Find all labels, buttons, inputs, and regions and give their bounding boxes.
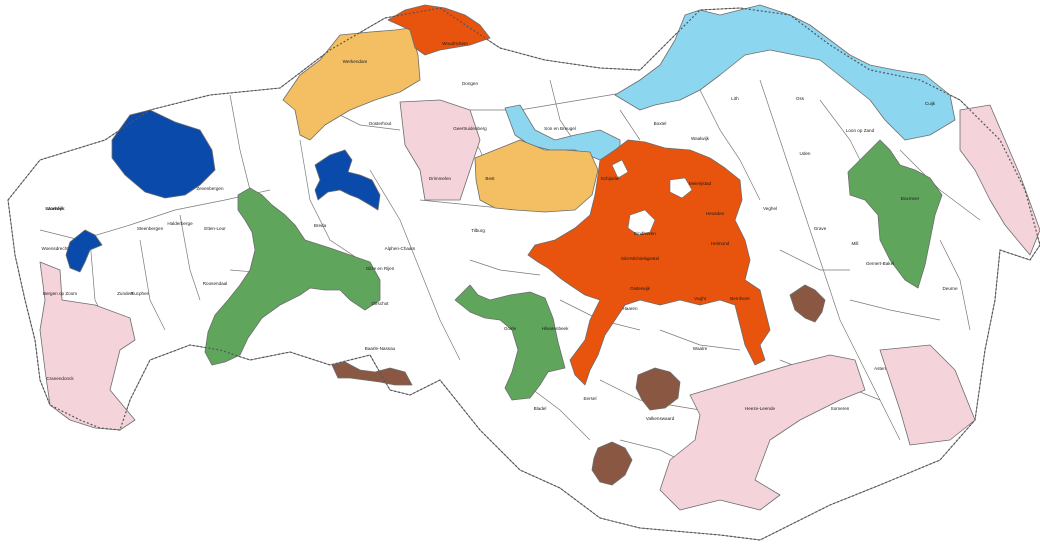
- lightblue-region: [614, 4, 956, 141]
- municipality-label: Heusden: [706, 211, 725, 216]
- municipality-label: Oosterhout: [369, 121, 392, 126]
- municipality-label: Grave: [814, 226, 827, 231]
- municipality-label: Geertruidenberg: [453, 126, 487, 131]
- municipality-label: Breda: [314, 223, 327, 228]
- municipality-label: Roosendaal: [203, 281, 228, 286]
- municipality-label: Bernheze: [730, 296, 750, 301]
- municipality-label: Boxtel: [654, 121, 667, 126]
- municipality-label: Steenbergen: [137, 226, 164, 231]
- municipality-label: Heeze-Leende: [745, 406, 776, 411]
- orange-region-main: [527, 139, 771, 386]
- municipality-label: Someren: [831, 406, 850, 411]
- municipality-label: Veghel: [763, 206, 777, 211]
- municipality-label: Dongen: [462, 81, 479, 86]
- darkblue-region-center: [314, 149, 381, 211]
- green-region-west: [204, 187, 381, 366]
- lightorange-region-center: [474, 139, 599, 213]
- municipality-label: Bergen op Zoom: [43, 291, 77, 296]
- brown-region-2: [635, 367, 681, 411]
- municipality-label: Halderberge: [167, 221, 193, 226]
- municipality-label: Schijndel: [601, 176, 620, 181]
- darkblue-region-west: [111, 109, 216, 199]
- municipality-label: Valkenswaard: [646, 416, 675, 421]
- municipality-label: Eersel: [583, 396, 596, 401]
- municipality-label: Rucphen: [131, 291, 150, 296]
- municipality-label: Cranendonck: [46, 376, 74, 381]
- municipality-label: Son en Breugel: [544, 126, 576, 131]
- municipality-label: Gemert-Bakel: [866, 261, 894, 266]
- municipality-label: Loon op Zand: [846, 128, 875, 133]
- municipality-label: Drimmelen: [429, 176, 452, 181]
- municipality-label: Best: [485, 176, 495, 181]
- green-region-east: [847, 139, 943, 289]
- brown-region-3: [591, 441, 633, 486]
- brown-region-4: [789, 284, 826, 323]
- municipality-label: Vught: [694, 296, 707, 301]
- lightorange-region-north: [282, 27, 421, 141]
- municipality-label: Gilze en Rijen: [366, 266, 395, 271]
- province-outline: [7, 7, 1040, 541]
- municipality-label: Mill: [852, 241, 859, 246]
- brown-region-1: [331, 361, 413, 386]
- municipality-label: Werkendam: [343, 59, 368, 64]
- municipality-label: Oirschot: [371, 301, 389, 306]
- darkblue-region-small: [65, 229, 103, 273]
- green-region-center: [454, 284, 566, 401]
- municipality-label: Cuijk: [925, 101, 936, 106]
- municipality-label: Bladel: [534, 406, 547, 411]
- municipality-label: Baarle-Nassau: [365, 346, 396, 351]
- municipality-label: Waalre: [693, 346, 708, 351]
- municipality-label: Deurne: [942, 286, 958, 291]
- municipality-label: Oisterwijk: [630, 286, 651, 291]
- municipality-label: Alphen-Chaam: [385, 246, 416, 251]
- municipality-label: Zevenbergen: [196, 186, 224, 191]
- orange-islands: [611, 159, 693, 236]
- orange-region-north: [387, 4, 491, 56]
- municipality-label: Boxmeer: [901, 196, 920, 201]
- municipality-label: Goirle: [504, 326, 517, 331]
- municipality-label: Tilburg: [471, 228, 485, 233]
- municipality-label: Waalwijk: [691, 136, 710, 141]
- municipality-label: Woensdrecht: [42, 246, 70, 251]
- municipality-label: Laarbeek: [45, 206, 65, 211]
- municipality-label: Asten: [874, 366, 886, 371]
- municipality-label: Sint-Michielsgestel: [621, 256, 659, 261]
- municipality-label: Helmond: [711, 241, 730, 246]
- municipality-label: Meierijstad: [689, 181, 712, 186]
- municipality-label: Woudrichem: [442, 41, 468, 46]
- municipality-label: Zundert: [117, 291, 134, 296]
- municipality-label: Uden: [800, 151, 811, 156]
- municipality-label: Haaren: [622, 306, 638, 311]
- municipality-label: Eindhoven: [634, 231, 656, 236]
- pink-regions: [39, 99, 1040, 511]
- municipality-label: Etten-Leur: [204, 226, 226, 231]
- municipality-label: Lith: [731, 96, 739, 101]
- municipality-label: Moerdijk: [46, 206, 64, 211]
- municipality-label: Oss: [796, 96, 805, 101]
- municipality-label: Hilvarenbeek: [542, 326, 570, 331]
